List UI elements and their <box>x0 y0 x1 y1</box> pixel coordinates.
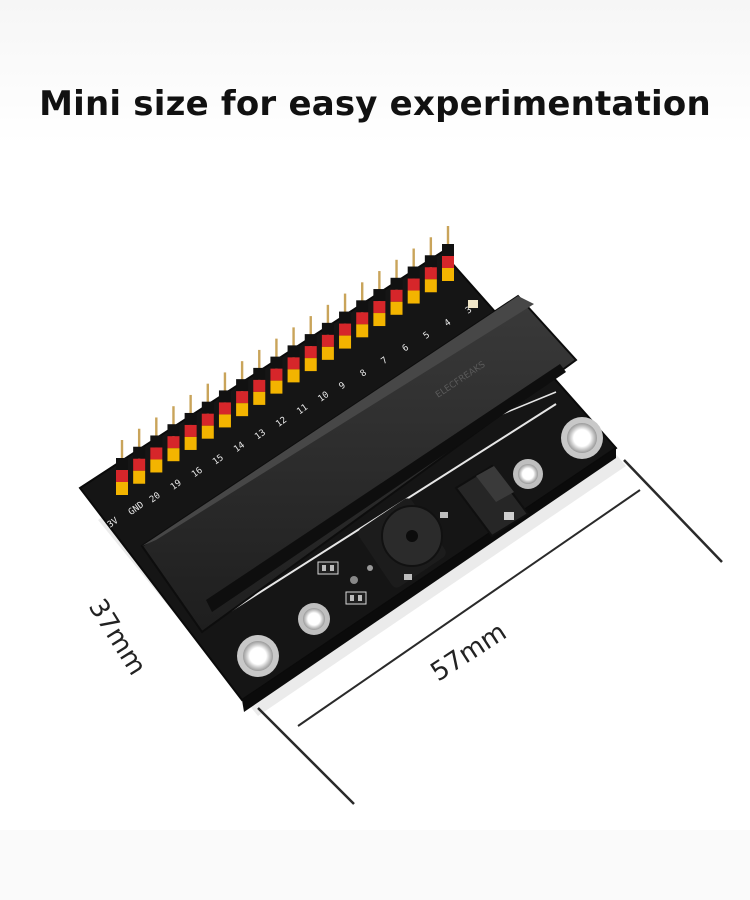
header-pin-column <box>287 327 300 383</box>
pin-label: 8 <box>359 368 369 379</box>
footer-background <box>0 830 750 900</box>
dimension-line-length <box>297 489 641 727</box>
pin-label: 7 <box>380 356 390 367</box>
header-pin-column <box>236 361 249 417</box>
smd-component <box>367 565 373 571</box>
header-pin-column <box>133 428 146 484</box>
header-pin-column <box>321 304 334 360</box>
edge-connector-top <box>142 296 534 546</box>
dimension-label-width: 37mm <box>82 594 152 681</box>
header-pin-column <box>424 237 437 293</box>
pin-label: 9 <box>338 381 348 392</box>
headline: Mini size for easy experimentation <box>39 84 711 124</box>
pin-label: 4 <box>443 318 453 329</box>
mounting-hole <box>513 459 543 489</box>
header-pin-column <box>218 372 231 428</box>
mounting-hole <box>298 603 330 635</box>
mounting-hole <box>561 417 603 459</box>
smd-component <box>317 561 339 575</box>
header-pin-column <box>201 383 214 439</box>
audio-jack <box>454 464 530 538</box>
edge-connector-slot <box>206 364 566 612</box>
status-led <box>468 300 478 308</box>
header-pin-column <box>390 259 403 315</box>
header-pin-column <box>253 349 266 405</box>
header-pin-column <box>339 293 352 349</box>
pin-label: 5 <box>422 330 432 341</box>
header-pin-column <box>373 271 386 327</box>
header-pin-column <box>407 248 420 304</box>
header-pin-column <box>150 417 163 473</box>
pin-label: 3 <box>464 305 474 316</box>
header-pin-column <box>184 394 197 450</box>
buzzer <box>358 498 448 588</box>
header-pin-column <box>442 226 454 281</box>
header-pin-column <box>167 406 180 462</box>
smd-component <box>350 576 358 584</box>
mounting-hole <box>237 635 279 677</box>
header-pin-column <box>270 338 283 394</box>
pin-label: 6 <box>401 343 411 354</box>
dimension-line-right <box>623 459 723 563</box>
header-pin-column <box>304 316 317 372</box>
header-pin-column <box>356 282 369 338</box>
header-pin-column <box>116 440 128 495</box>
dimension-line-width <box>257 707 355 805</box>
smd-component <box>345 591 367 605</box>
header-background <box>0 0 750 145</box>
dimension-label-length: 57mm <box>425 617 512 688</box>
header-pins <box>116 226 454 495</box>
